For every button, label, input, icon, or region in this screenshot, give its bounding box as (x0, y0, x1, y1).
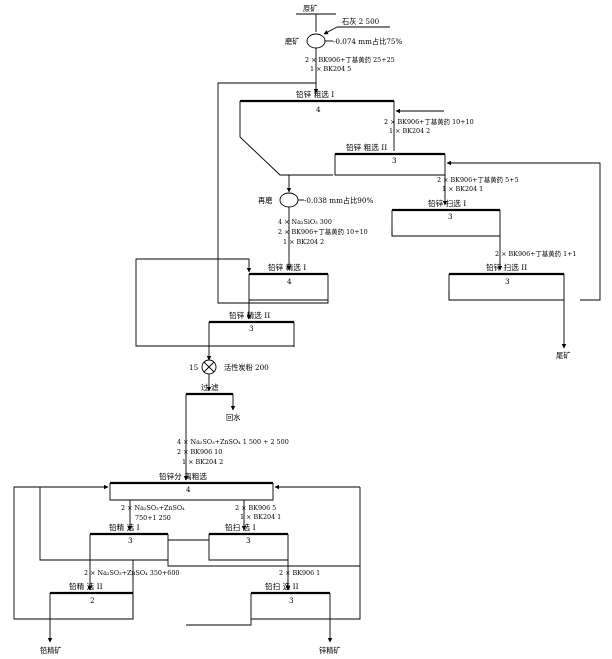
scav2-label: 铅锌 扫选 II (486, 262, 527, 272)
scav2-conc-return (574, 162, 601, 301)
pb-clean1-label: 铅精 选 I (109, 522, 140, 532)
reagent-scav1-b: 1 × BK204 1 (442, 185, 483, 193)
clean1-label: 铅锌 精选 I (268, 262, 306, 272)
scav1-num: 3 (448, 212, 453, 221)
pb-scav1-cell (208, 534, 289, 561)
clean2-num: 3 (249, 324, 254, 333)
pb-scav1-label: 铅扫 选 I (225, 522, 256, 532)
regrind-mill (279, 192, 299, 208)
reagent-rough1-b: 1 × BK204 5 (310, 65, 351, 73)
sep-rough-num: 4 (186, 485, 191, 494)
scav2-cell (448, 274, 565, 301)
sep-rough-label: 铅锌分 离粗选 (159, 471, 207, 481)
scav1-cell (391, 210, 501, 237)
lead-conc-label: 铅精矿 (40, 646, 62, 655)
zinc-conc-label: 锌精矿 (319, 646, 341, 655)
reagent-clean1-c: 1 × BK204 2 (283, 238, 324, 246)
filter-label: 过 滤 (201, 382, 219, 392)
carbon-mixer-x2 (203, 361, 215, 373)
raw-ore-label: 原矿 (303, 4, 317, 13)
pb-clean2-outer-loop (13, 486, 50, 620)
pb-scav2-conc-return (186, 619, 252, 626)
carbon-num: 15 (189, 363, 199, 372)
lime-feed (323, 26, 338, 35)
reagent-pbscav1-b: 1 × BK204 1 (240, 513, 281, 521)
scav1-label: 铅锌 扫选 I (428, 198, 466, 208)
clean2-label: 铅锌 精选 II (229, 310, 270, 320)
sep-rough-cell (109, 483, 274, 501)
reagent-sep-c: 1 × BK204 2 (182, 458, 223, 466)
pb-scav2-cell (250, 593, 331, 620)
clean1-num: 4 (287, 277, 292, 286)
return-water-label: 回水 (226, 413, 240, 422)
grinding-mill (306, 33, 326, 49)
grind-size-label: -0.074 mm占比75% (333, 37, 402, 46)
reagent-scav2: 2 × BK906+丁基黄药 1+1 (495, 249, 577, 258)
pb-scav2-to-loop (330, 487, 361, 620)
reagent-rough1-a: 2 × BK906+丁基黄药 25+25 (305, 55, 395, 64)
reagent-pbclean1-a: 2 × Na₂SO₃+ZnSO₄ (121, 504, 185, 512)
reagent-pbscav2: 2 × BK906 1 (279, 569, 320, 577)
pb-loop-left (39, 486, 105, 561)
reagent-scav1-a: 2 × BK906+丁基黄药 5+5 (437, 175, 519, 184)
reagent-clean1-b: 2 × BK906+丁基黄药 10+10 (278, 227, 368, 236)
reagent-pbclean1-b: 750+1 250 (135, 514, 171, 522)
pb-clean2-label: 铅精 选 II (69, 581, 103, 591)
rougher2-cell (334, 154, 446, 176)
reagent-sep-a: 4 × Na₂SO₃+ZnSO₄ 1 500 + 2 500 (177, 438, 289, 446)
reagent-rough2-b: 1 × BK204 2 (389, 127, 430, 135)
regrind-size-label: -0.038 mm占比90% (304, 196, 373, 205)
rougher1-cell (239, 101, 333, 176)
clean1-tails-return (217, 82, 329, 304)
reagent-clean1-a: 4 × Na₂SiO₃ 300 (278, 218, 332, 226)
reagent-pbscav1-a: 2 × BK906 5 (235, 504, 276, 512)
scav2-num: 3 (505, 277, 510, 286)
reagent-sep-b: 2 × BK906 10 (177, 448, 222, 456)
grinding-label: 磨矿 (285, 37, 299, 46)
reagent-pbclean2: 2 × Na₂SO₃+ZnSO₄ 350+600 (84, 569, 180, 577)
rougher1-label: 铅锌 粗选 I (296, 89, 334, 99)
lime-label: 石灰 2 500 (342, 17, 380, 26)
pb-clean1-cell (89, 534, 169, 561)
rougher2-label: 铅锌 粗选 II (346, 142, 387, 152)
rougher2-num: 3 (392, 156, 397, 165)
pb-scav2-label: 铅扫 选 II (265, 581, 299, 591)
tailings-label: 尾矿 (556, 351, 570, 360)
pb-clean1-tails-return (167, 560, 360, 567)
pb-clean1-num: 3 (128, 536, 133, 545)
carbon-label: 活性炭粉 200 (224, 363, 269, 372)
clean2-middlings-loop (135, 258, 252, 347)
pb-scav2-num: 3 (289, 596, 294, 605)
clean2-cell (208, 322, 295, 347)
reagent-rough2-a: 2 × BK906+丁基黄药 10+10 (384, 117, 474, 126)
clean1-cell (248, 274, 329, 301)
rougher1-num: 4 (316, 105, 321, 114)
pb-scav1-num: 3 (246, 536, 251, 545)
pb-clean2-num: 2 (90, 596, 95, 605)
regrind-label: 再磨 (258, 196, 272, 205)
